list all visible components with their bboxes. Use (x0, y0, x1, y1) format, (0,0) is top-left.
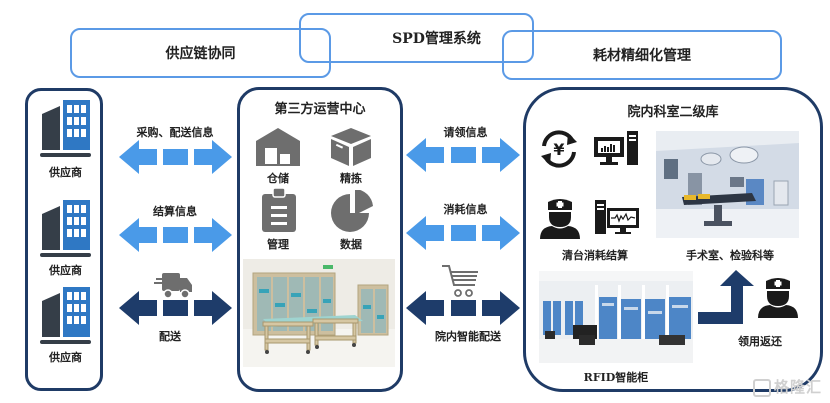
settlement-info-label: 结算信息 (153, 205, 197, 218)
office-building-icon (40, 100, 91, 157)
requisition-info-label: 请领信息 (443, 126, 488, 139)
doctor-return-icon (758, 278, 798, 318)
warehouse-photo (243, 259, 395, 367)
delivery-truck-icon (154, 273, 192, 299)
supplier-1: 供应商 (38, 96, 93, 186)
consumables-box: 耗材精细化管理 (502, 30, 782, 80)
supplier-3: 供应商 (38, 283, 93, 378)
supply-chain-label: 供应链协同 (165, 46, 236, 62)
operations-center-title: 第三方运营中心 (274, 102, 366, 117)
office-building-icon (40, 287, 91, 344)
warehouse-icon (256, 128, 300, 166)
return-arrow-icon (698, 270, 754, 324)
delivery-arrow (119, 291, 232, 325)
return-label: 领用返还 (738, 335, 782, 348)
clipboard-icon (262, 188, 296, 232)
function-label: 仓储 (267, 172, 289, 185)
operating-room-photo (656, 131, 799, 238)
procurement-info-label: 采购、配送信息 (136, 126, 214, 139)
in-hospital-delivery-label: 院内智能配送 (435, 330, 501, 343)
consumption-info-label: 消耗信息 (443, 203, 488, 216)
settlement-label: 清台消耗结算 (562, 249, 628, 262)
svg-text:¥: ¥ (553, 140, 564, 159)
watermark-text: 格隆汇 (773, 378, 822, 396)
supply-chain-box: 供应链协同 (70, 28, 331, 78)
supplier-2: 供应商 (38, 196, 93, 286)
function-label: 精拣 (340, 172, 362, 185)
spd-system-label: SPD管理系统 (392, 31, 481, 47)
office-building-icon (40, 200, 91, 257)
spd-system-box: SPD管理系统 (299, 13, 534, 63)
procurement-info-arrow (119, 140, 232, 174)
function-label: 数据 (340, 238, 362, 251)
yuan-exchange-icon: ¥ (541, 130, 577, 168)
computer-chart-icon (594, 131, 638, 165)
pie-chart-icon (331, 190, 373, 232)
rfid-cabinet-label: RFID智能柜 (583, 371, 649, 384)
function-label: 管理 (267, 238, 289, 251)
operating-room-label: 手术室、检验科等 (686, 249, 774, 262)
supplier-label: 供应商 (49, 166, 82, 179)
watermark-logo-icon (752, 378, 771, 397)
doctor-icon (540, 199, 580, 239)
rfid-cabinet-photo (539, 271, 693, 363)
box-icon (331, 128, 371, 166)
shopping-cart-icon (442, 265, 478, 297)
settlement-info-arrow (119, 218, 232, 252)
supplier-label: 供应商 (49, 264, 82, 277)
consumption-info-arrow (406, 216, 520, 250)
supplier-label: 供应商 (49, 351, 82, 364)
watermark: 格隆汇 (752, 376, 822, 397)
hospital-title: 院内科室二级库 (627, 105, 719, 120)
in-hospital-delivery-arrow (406, 291, 520, 325)
requisition-info-arrow (406, 138, 520, 172)
delivery-label: 配送 (159, 330, 181, 343)
monitor-waveform-icon (595, 200, 639, 234)
consumables-label: 耗材精细化管理 (593, 48, 691, 64)
